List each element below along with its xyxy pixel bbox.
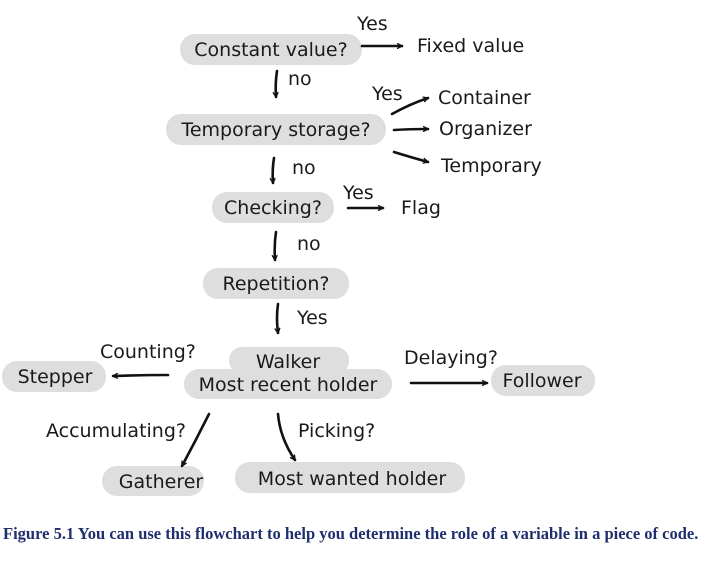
- edge-label-yes-flag: Yes: [342, 182, 374, 204]
- node-temporary-storage-box: [166, 114, 386, 145]
- node-constant-value: Constant value?: [194, 39, 347, 61]
- arrow-constant-to-temporary-storage: [276, 69, 277, 99]
- edge-label-no-1: no: [288, 68, 312, 90]
- edge-label-delaying: Delaying?: [404, 347, 498, 369]
- flowchart: Constant value? Fixed value Temporary st…: [2, 13, 595, 496]
- node-gatherer-box: [102, 466, 204, 496]
- node-organizer: Organizer: [439, 118, 532, 140]
- node-walker-box: [229, 347, 349, 374]
- node-most-recent-holder-box: [184, 369, 392, 399]
- node-gatherer: Gatherer: [119, 471, 204, 493]
- edge-label-counting: Counting?: [100, 341, 196, 363]
- node-most-recent-holder: Most recent holder: [199, 374, 378, 396]
- node-stepper: Stepper: [18, 366, 93, 388]
- arrow-walker-to-gatherer: [180, 412, 211, 468]
- arrow-temporary-storage-to-container: [390, 98, 430, 116]
- arrow-walker-to-most-wanted: [276, 412, 297, 462]
- edge-label-no-2: no: [292, 157, 316, 179]
- node-fixed-value: Fixed value: [417, 35, 524, 57]
- node-most-wanted-holder: Most wanted holder: [258, 468, 447, 490]
- node-flag: Flag: [401, 197, 441, 219]
- arrow-temporary-storage-to-organizer: [392, 129, 430, 130]
- arrow-temporary-storage-to-checking: [273, 156, 274, 185]
- node-most-wanted-holder-box: [235, 462, 465, 493]
- flowchart-canvas: Constant value? Fixed value Temporary st…: [2, 13, 595, 496]
- node-repetition-box: [203, 268, 349, 299]
- node-temporary-storage: Temporary storage?: [180, 119, 370, 141]
- arrow-temporary-storage-to-temporary: [392, 150, 430, 162]
- arrow-repetition-to-walker: [277, 302, 278, 335]
- node-walker: Walker: [256, 351, 321, 373]
- node-constant-value-box: [180, 34, 362, 65]
- edge-label-no-3: no: [297, 233, 321, 255]
- edge-label-yes-container: Yes: [371, 83, 403, 105]
- node-container: Container: [438, 87, 531, 109]
- edge-label-accumulating: Accumulating?: [46, 420, 186, 442]
- figure-caption: Figure 5.1 You can use this flowchart to…: [3, 524, 699, 543]
- arrow-walker-to-stepper: [111, 375, 170, 376]
- node-temporary: Temporary: [440, 155, 542, 177]
- edge-label-yes-fixed: Yes: [356, 13, 388, 35]
- node-checking: Checking?: [224, 197, 322, 219]
- node-follower: Follower: [502, 370, 581, 392]
- edge-label-yes-walker: Yes: [296, 307, 328, 329]
- node-repetition: Repetition?: [223, 273, 330, 295]
- node-follower-box: [491, 365, 595, 396]
- node-stepper-box: [2, 361, 106, 392]
- arrow-checking-to-repetition: [275, 230, 276, 262]
- node-checking-box: [212, 192, 334, 223]
- edge-label-picking: Picking?: [298, 420, 375, 442]
